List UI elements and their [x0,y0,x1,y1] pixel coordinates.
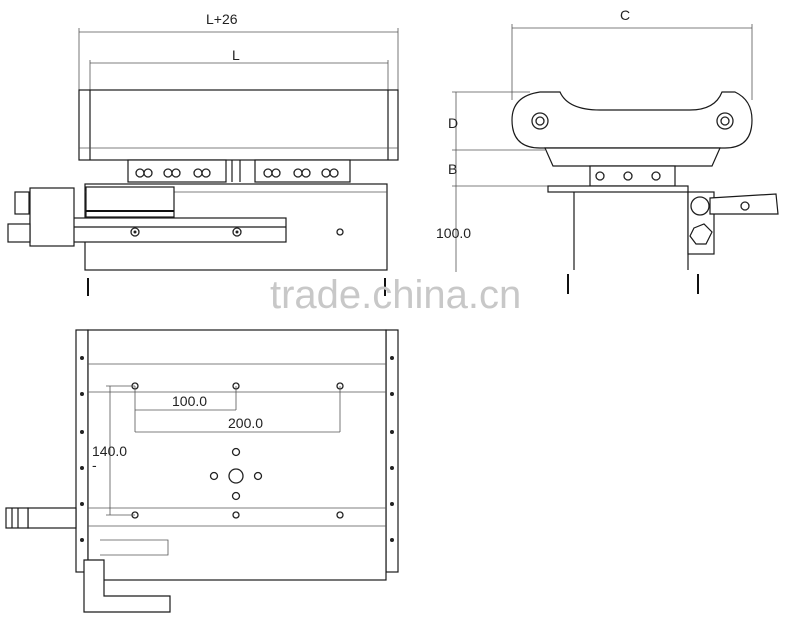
hex-nut [689,223,713,245]
rail-bolt-center [235,230,239,234]
label-l: L [232,47,240,63]
mount-hole [232,511,240,519]
label-plan-200: 200.0 [228,415,263,431]
rail-bolt [80,466,84,470]
plan-clamp-knob [5,507,29,529]
pattern-hole [209,471,219,481]
rail-bolt [390,430,394,434]
rail-bolt [80,502,84,506]
plan-rail-right [385,329,399,573]
rail-bolt [80,392,84,396]
rail-bolt [390,392,394,396]
rail-bolt [80,538,84,542]
clamp-body [29,187,75,247]
side-bolt [623,171,633,181]
plan-view: 100.0 200.0 140.0 - [5,329,399,613]
center-hole-pattern [209,447,263,501]
bolt [135,168,145,178]
clamp-end [7,223,31,243]
rail-bolt [80,356,84,360]
bolt [321,168,331,178]
plan-rail-bolts [80,356,394,542]
plan-clamp [27,507,77,529]
bolt [163,168,173,178]
label-c: C [620,7,630,23]
pattern-hole [253,471,263,481]
bolt [271,168,281,178]
bolt [329,168,339,178]
base-hole [336,228,344,236]
pattern-hole [231,491,241,501]
side-view: C D B 100.0 [436,7,779,294]
pivot-right-inner [720,116,730,126]
side-base [547,185,689,193]
label-100: 100.0 [436,225,471,241]
rail-bolt [390,538,394,542]
side-bolt [651,171,661,181]
bolt [171,168,181,178]
label-d: D [448,115,458,131]
pivot-left-inner [535,116,545,126]
link-plate [511,91,753,149]
motor-block [85,186,175,218]
mount-hole [336,511,344,519]
side-bolt [595,171,605,181]
bolt [143,168,153,178]
label-b: B [448,161,457,177]
handle-knob [690,196,710,216]
label-plan-140: 140.0 [92,443,127,459]
label-l26: L+26 [206,11,238,27]
rail-bolt [390,466,394,470]
cover-body [78,89,399,161]
plan-rail-left [75,329,89,573]
bolt [293,168,303,178]
clamp-knob [14,191,30,215]
rail-bolt-center [133,230,137,234]
rail-bolt [390,356,394,360]
rail-bolt [390,502,394,506]
handle-pin [740,201,750,211]
label-plan-100: 100.0 [172,393,207,409]
bracket [544,147,721,167]
bolt [263,168,273,178]
label-plan-dash: - [92,457,97,473]
bolt [193,168,203,178]
bolt [301,168,311,178]
bracket-outline [100,539,169,556]
front-view: L+26 L [7,11,399,296]
plan-l-bracket [83,559,171,613]
watermark: trade.china.cn [270,273,521,317]
center-hole [228,468,244,484]
pattern-hole [231,447,241,457]
bolt [201,168,211,178]
carriage-bolts [135,168,339,178]
rail-bolt [80,430,84,434]
